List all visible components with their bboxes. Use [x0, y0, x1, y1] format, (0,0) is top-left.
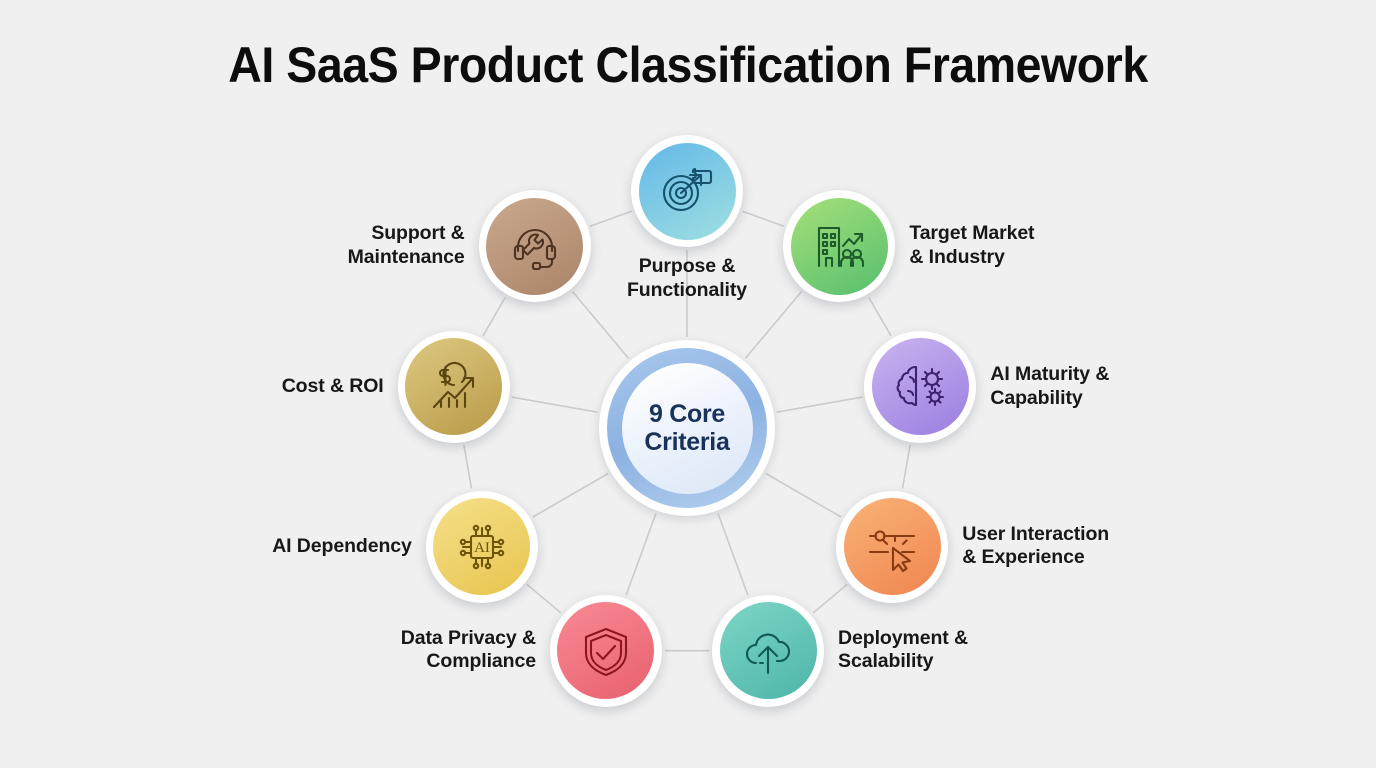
- node-disc-deployment-scalability: [719, 602, 817, 700]
- node-user-interaction-experience[interactable]: [836, 490, 949, 603]
- node-support-maintenance[interactable]: [478, 190, 591, 303]
- node-disc-data-privacy-compliance: [557, 602, 655, 700]
- ring-line-support-maintenance-to-purpose-functionality: [589, 210, 632, 228]
- ai-chip-icon: AI: [452, 519, 512, 575]
- building-growth-people-icon: [809, 218, 869, 274]
- node-label-target-market-industry: Target Market & Industry: [909, 222, 1035, 269]
- node-purpose-functionality[interactable]: [631, 135, 743, 247]
- node-label-support-maintenance: Support & Maintenance: [347, 222, 465, 269]
- node-label-ai-maturity-capability: AI Maturity & Capability: [990, 362, 1110, 409]
- node-disc-user-interaction-experience: [843, 498, 941, 595]
- spoke-line-user-interaction-experience: [765, 472, 842, 518]
- node-cost-roi[interactable]: [397, 330, 510, 443]
- spoke-line-ai-maturity-capability: [776, 396, 863, 413]
- slider-cursor-icon: [862, 519, 922, 575]
- node-disc-ai-dependency: AI: [433, 498, 531, 595]
- node-disc-support-maintenance: [486, 197, 584, 295]
- ring-line-data-privacy-compliance-to-ai-dependency: [526, 583, 562, 614]
- node-disc-purpose-functionality: [638, 142, 736, 240]
- node-data-privacy-compliance[interactable]: [549, 594, 662, 707]
- ring-line-cost-roi-to-support-maintenance: [482, 297, 506, 337]
- ring-line-ai-dependency-to-cost-roi: [463, 444, 473, 489]
- spoke-line-deployment-scalability: [717, 513, 749, 596]
- node-label-cost-roi: Cost & ROI: [281, 374, 384, 397]
- node-disc-target-market-industry: [790, 197, 888, 295]
- headset-wrench-icon: [505, 218, 565, 274]
- hub-ring: 9 Core Criteria: [607, 348, 767, 508]
- spoke-line-cost-roi: [511, 396, 598, 413]
- ring-line-purpose-functionality-to-target-market-industry: [742, 210, 785, 228]
- hub-label-line2: Criteria: [644, 428, 730, 456]
- svg-text:AI: AI: [474, 540, 490, 556]
- ring-line-user-interaction-experience-to-deployment-scalability: [812, 583, 848, 614]
- shield-check-icon: [576, 623, 636, 679]
- dollar-growth-chart-icon: [424, 359, 484, 415]
- node-ai-maturity-capability[interactable]: [864, 330, 977, 443]
- ring-line-ai-maturity-capability-to-user-interaction-experience: [901, 444, 911, 489]
- node-label-purpose-functionality: Purpose & Functionality: [626, 255, 748, 301]
- spoke-line-ai-dependency: [532, 472, 609, 518]
- center-hub: 9 Core Criteria: [599, 340, 775, 516]
- hub-inner: 9 Core Criteria: [621, 362, 753, 494]
- ring-line-target-market-industry-to-ai-maturity-capability: [868, 297, 892, 337]
- cloud-upload-icon: [738, 623, 798, 679]
- hub-label: 9 Core Criteria: [644, 400, 729, 456]
- node-target-market-industry[interactable]: [783, 190, 896, 303]
- node-label-user-interaction-experience: User Interaction & Experience: [962, 522, 1110, 569]
- node-label-ai-dependency: AI Dependency: [272, 534, 412, 557]
- page-title: AI SaaS Product Classification Framework: [228, 37, 1148, 93]
- target-puzzle-icon: [657, 163, 717, 219]
- brain-gears-icon: [890, 359, 950, 415]
- node-deployment-scalability[interactable]: [712, 594, 825, 707]
- node-disc-ai-maturity-capability: [871, 338, 969, 436]
- node-disc-cost-roi: [405, 338, 503, 436]
- node-label-deployment-scalability: Deployment & Scalability: [838, 626, 968, 673]
- node-ai-dependency[interactable]: AI: [425, 490, 538, 603]
- node-label-data-privacy-compliance: Data Privacy & Compliance: [400, 626, 536, 673]
- hub-label-line1: 9 Core: [648, 400, 725, 428]
- spoke-line-data-privacy-compliance: [625, 513, 657, 596]
